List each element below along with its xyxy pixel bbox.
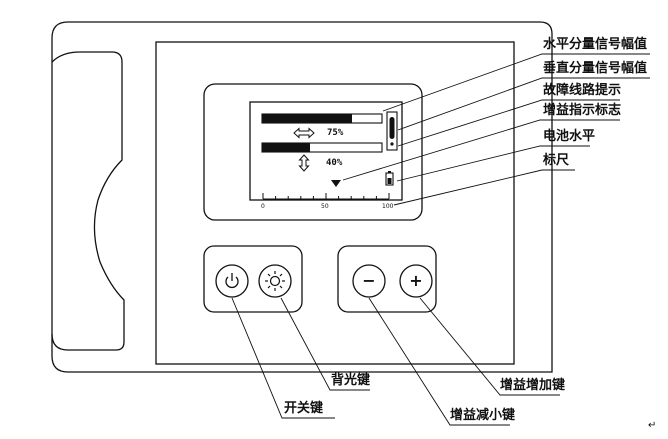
battery-icon xyxy=(385,171,394,186)
up-down-arrow-icon xyxy=(298,154,310,172)
label-fault-hint: 故障线路提示 xyxy=(543,83,622,98)
front-panel xyxy=(155,41,515,365)
fault-indicator-bar xyxy=(389,117,395,139)
label-battery-level: 电池水平 xyxy=(543,129,596,144)
ruler-tick-label: 50 xyxy=(321,203,329,210)
leader-gain-indicator xyxy=(342,119,620,181)
sun-icon xyxy=(265,271,285,291)
label-vertical-signal: 垂直分量信号幅值 xyxy=(543,61,648,76)
ruler-tick-label: 0 xyxy=(261,203,265,210)
gain-down-button[interactable]: − xyxy=(362,271,376,290)
horizontal-bar-fill xyxy=(262,114,352,123)
fault-indicator-frame xyxy=(386,111,398,151)
leader-lines xyxy=(231,53,650,426)
left-button-group xyxy=(203,245,303,313)
device-side-profile xyxy=(51,51,125,351)
leader-battery xyxy=(396,145,590,182)
label-gain-up-key: 增益增加键 xyxy=(500,378,566,393)
leader-backlight xyxy=(280,297,370,391)
fault-indicator-dot xyxy=(390,142,394,146)
leader-ruler xyxy=(393,169,575,206)
gain-indicator-icon xyxy=(331,180,341,187)
power-button[interactable] xyxy=(216,265,248,297)
gain-up-button-ring xyxy=(399,264,433,298)
horizontal-percent: 75% xyxy=(327,128,344,138)
backlight-button-ring xyxy=(258,264,292,298)
label-gain-indicator: 增益指示标志 xyxy=(543,103,622,118)
label-backlight-key: 背光键 xyxy=(331,373,371,388)
device-outer-body xyxy=(51,21,553,373)
gain-up-button[interactable]: + xyxy=(409,271,423,290)
display-bezel xyxy=(203,83,423,221)
backlight-button[interactable] xyxy=(259,265,291,297)
ruler-tick-label: 100 xyxy=(382,203,394,210)
power-icon xyxy=(225,273,239,289)
ruler-scale xyxy=(262,193,390,200)
label-power-key: 开关键 xyxy=(284,401,324,416)
leader-gain-up xyxy=(419,297,560,396)
return-mark: ↵ xyxy=(648,420,657,431)
label-ruler: 标尺 xyxy=(543,153,570,168)
leader-horizontal-signal xyxy=(382,53,650,112)
lcd-screen xyxy=(249,101,403,201)
vertical-bar-fill xyxy=(262,143,310,152)
leader-gain-down xyxy=(368,297,510,426)
vertical-percent: 40% xyxy=(326,158,343,168)
power-button-ring xyxy=(215,264,249,298)
label-horizontal-signal: 水平分量信号幅值 xyxy=(543,37,648,52)
label-gain-down-key: 增益减小键 xyxy=(450,408,516,423)
right-button-group xyxy=(337,245,437,313)
leader-vertical-signal xyxy=(397,77,650,131)
leader-fault-hint xyxy=(397,99,620,147)
gain-down-button-ring xyxy=(352,264,386,298)
left-right-arrow-icon xyxy=(293,127,315,139)
leader-power xyxy=(231,297,335,419)
